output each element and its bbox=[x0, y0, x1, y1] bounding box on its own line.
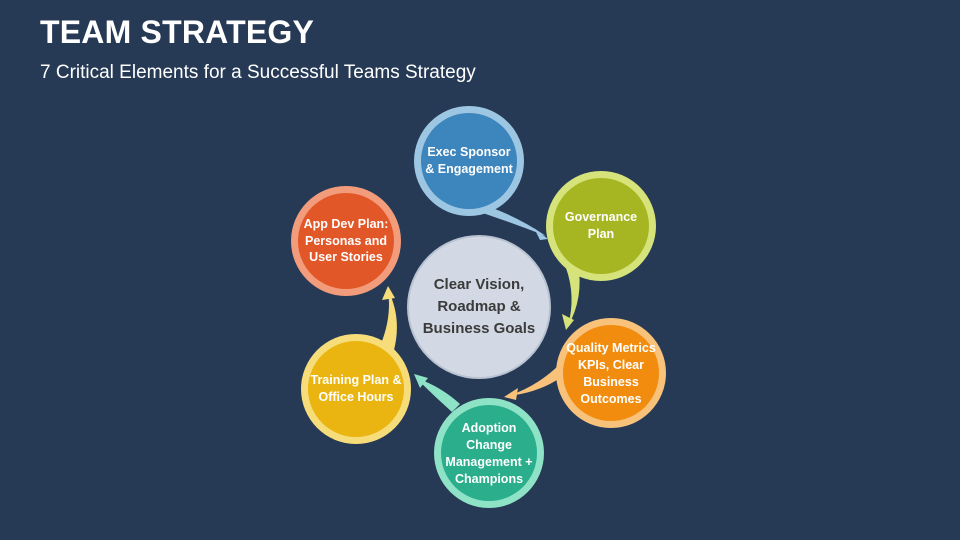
element-circle-governance bbox=[546, 171, 656, 281]
arrowhead-quality-to-adoption bbox=[504, 388, 518, 400]
slide-subtitle: 7 Critical Elements for a Successful Tea… bbox=[40, 62, 476, 83]
element-circle-exec bbox=[414, 106, 524, 216]
element-label-governance: Governance Plan bbox=[564, 210, 638, 241]
center-label: Clear Vision, Roadmap & Business Goals bbox=[422, 276, 536, 337]
center-circle bbox=[407, 235, 551, 379]
element-label-quality: Quality Metrics KPIs, Clear Business Out… bbox=[566, 341, 656, 406]
element-circle-adoption bbox=[434, 398, 544, 508]
element-circle-training bbox=[301, 334, 411, 444]
slide-title: TEAM STRATEGY bbox=[40, 14, 315, 50]
arrowhead-training-to-appdev bbox=[382, 286, 395, 300]
arrowhead-exec-to-governance bbox=[534, 228, 548, 240]
element-label-adoption: Adoption Change Management + Champions bbox=[445, 421, 533, 486]
element-label-exec: Exec Sponsor & Engagement bbox=[425, 145, 513, 176]
arrow-quality-to-adoption bbox=[508, 364, 568, 396]
arrow-adoption-to-training bbox=[416, 378, 460, 412]
arrowhead-governance-to-quality bbox=[562, 314, 574, 330]
element-label-appdev: App Dev Plan: Personas and User Stories bbox=[303, 216, 389, 265]
element-label-training: Training Plan & Office Hours bbox=[310, 373, 402, 404]
element-circle-appdev bbox=[291, 186, 401, 296]
connector-arrows bbox=[380, 200, 580, 412]
arrow-governance-to-quality bbox=[566, 264, 580, 326]
element-circle-quality bbox=[556, 318, 666, 428]
arrowhead-adoption-to-training bbox=[414, 374, 428, 388]
arrow-training-to-appdev bbox=[380, 290, 397, 350]
